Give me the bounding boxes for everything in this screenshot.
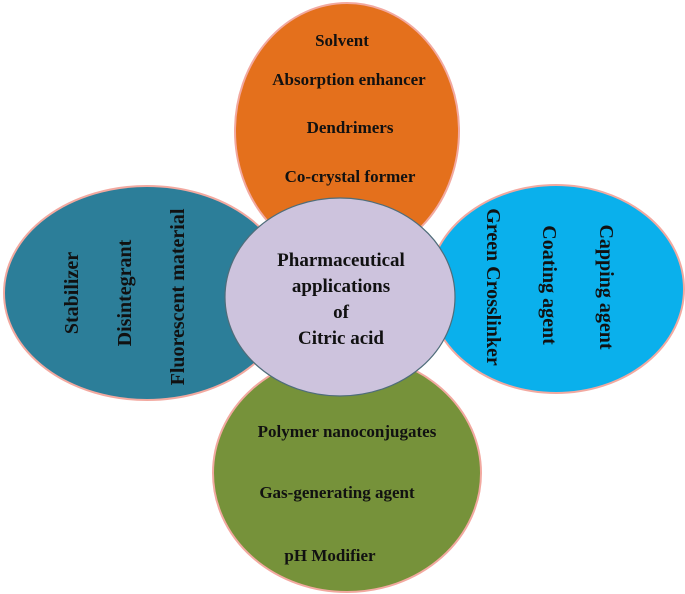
petal-top-item: Solvent	[315, 31, 369, 50]
center-circle	[224, 197, 456, 397]
center-title-line: Citric acid	[298, 328, 384, 349]
center-node: Pharmaceutical applications of Citric ac…	[224, 197, 456, 397]
center-title-line: applications	[292, 276, 390, 297]
petal-top-item: Absorption enhancer	[272, 70, 426, 89]
petal-bottom-item: Polymer nanoconjugates	[258, 422, 437, 441]
petal-top-item: Co-crystal former	[285, 167, 416, 186]
petal-top-item: Dendrimers	[307, 118, 394, 137]
petal-left-item: Fluorescent material	[167, 208, 189, 385]
petal-bottom: Polymer nanoconjugates Gas-generating ag…	[212, 353, 482, 593]
center-title-line: of	[333, 302, 350, 323]
petal-top: Solvent Absorption enhancer Dendrimers C…	[234, 2, 460, 260]
petal-right-item: Green Crosslinker	[482, 208, 504, 366]
petal-left: Stabilizer Disintegrant Fluorescent mate…	[3, 185, 291, 401]
center-title-line: Pharmaceutical	[277, 250, 405, 271]
petal-left-item: Disintegrant	[114, 239, 136, 346]
petal-right: Capping agent Coating agent Green Crossl…	[427, 184, 685, 394]
petal-bottom-item: Gas-generating agent	[259, 483, 415, 502]
petal-left-item: Stabilizer	[61, 252, 83, 334]
petal-bottom-item: pH Modifier	[284, 546, 376, 565]
petal-right-item: Coating agent	[538, 225, 560, 345]
petal-right-item: Capping agent	[595, 224, 617, 349]
